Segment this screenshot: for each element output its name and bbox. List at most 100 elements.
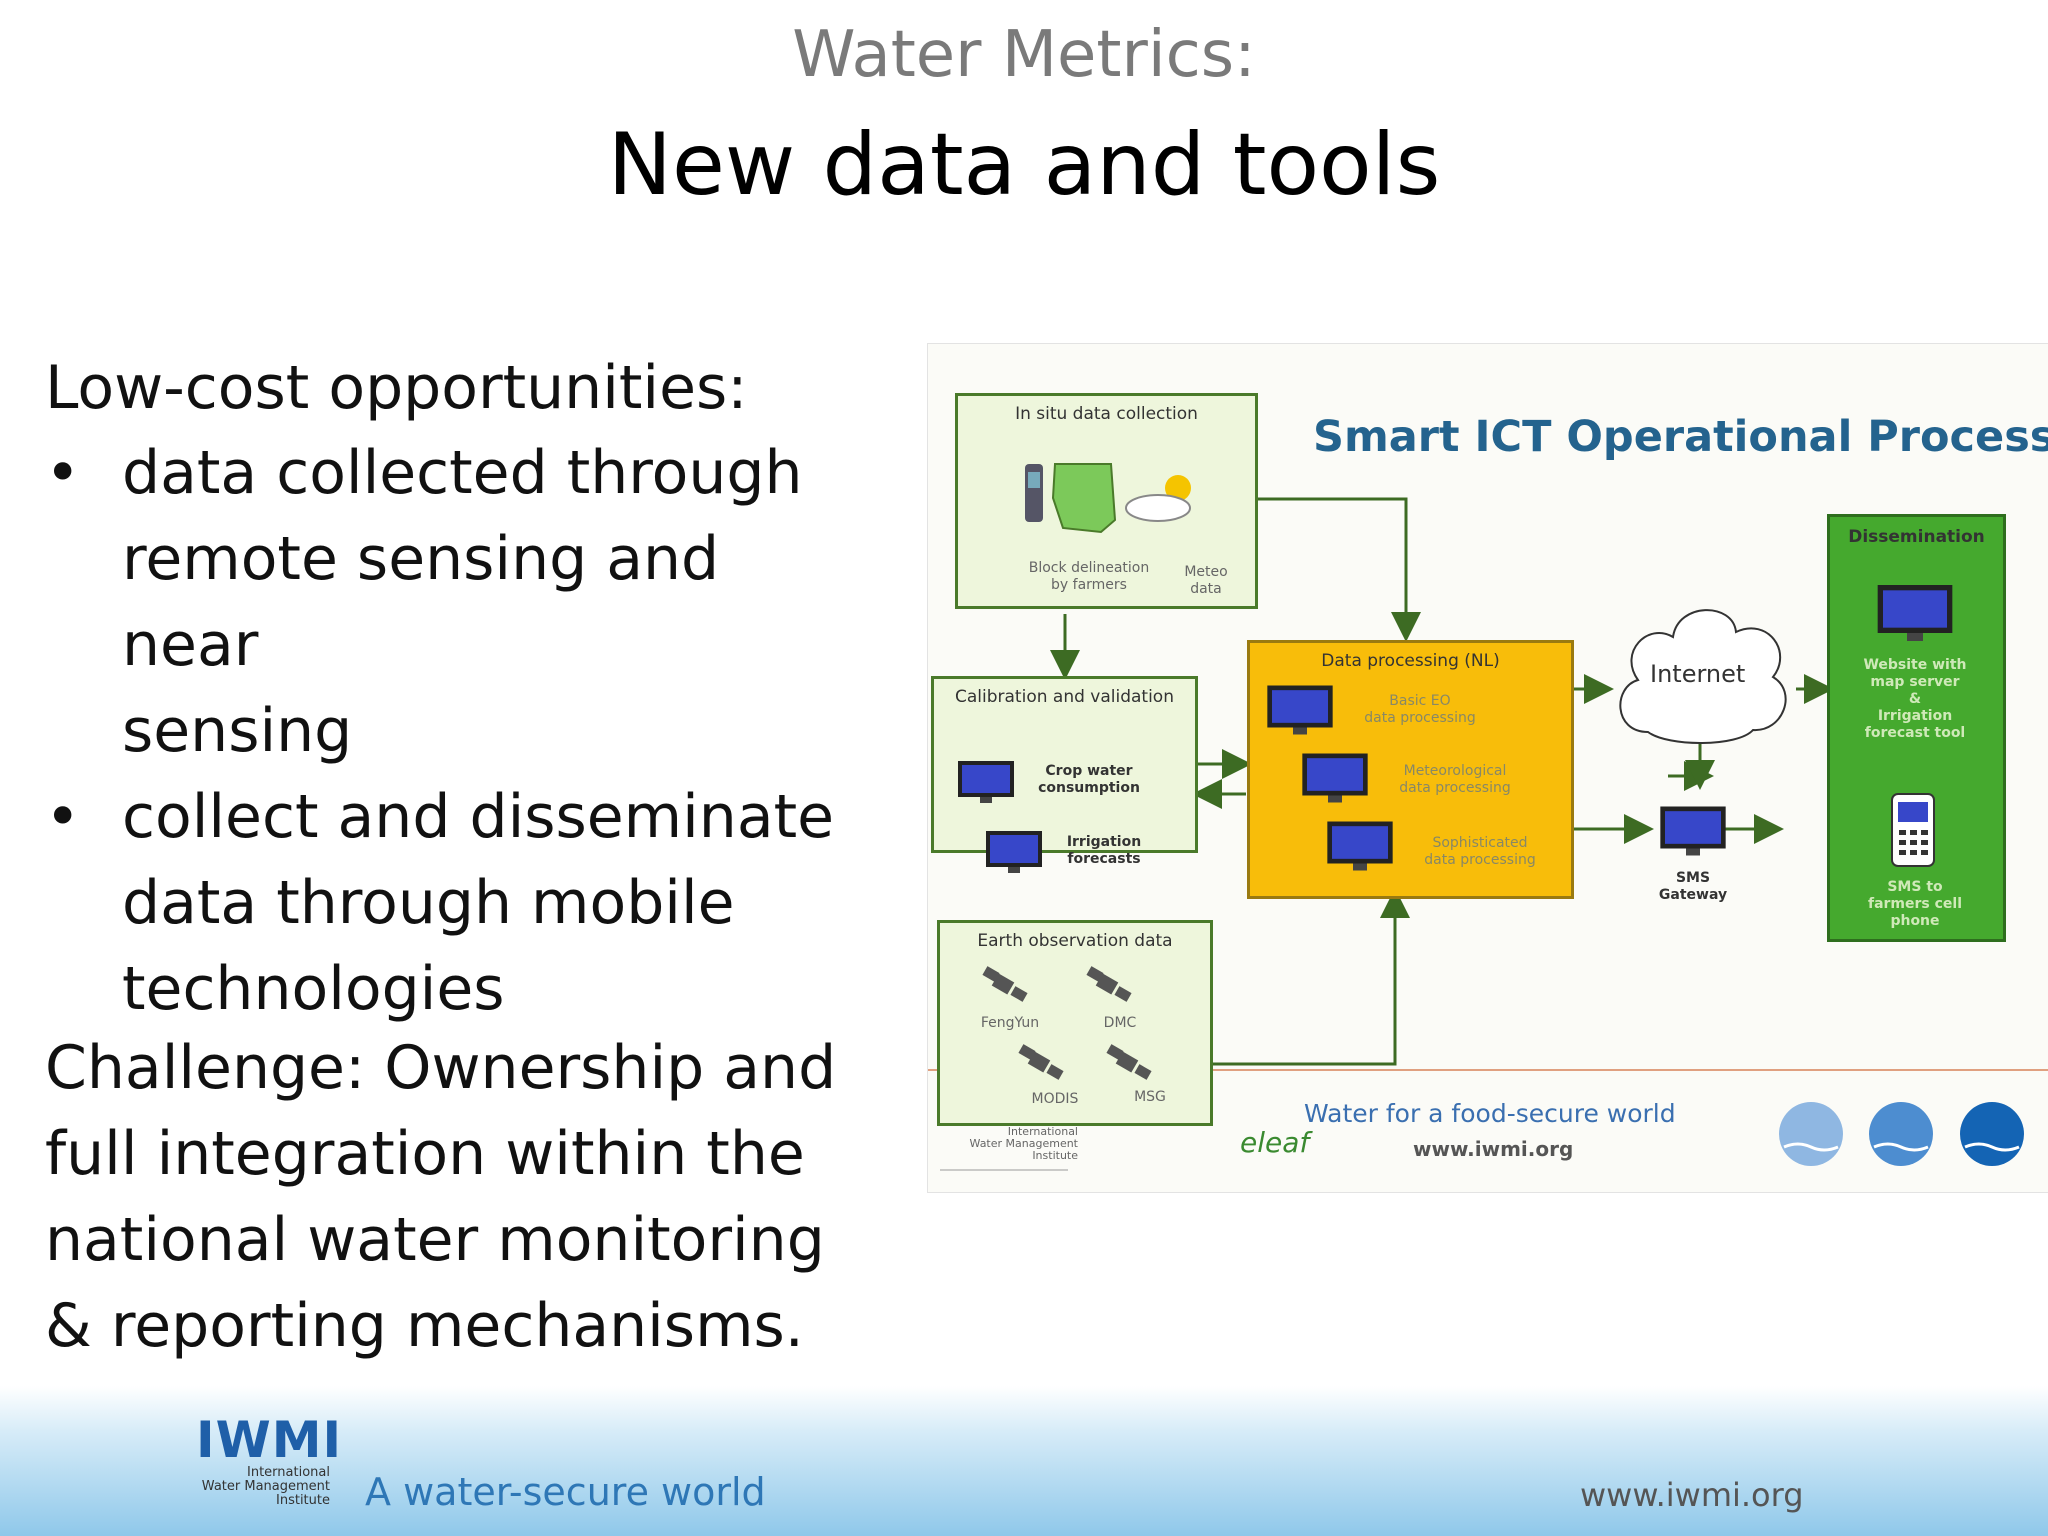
satellite-icon — [1018, 1044, 1064, 1080]
meteorological-line: data processing — [1399, 780, 1511, 796]
website-line: Website with — [1863, 657, 1967, 673]
sms-farmers-line: phone — [1890, 913, 1940, 929]
water-circle-icon — [1869, 1102, 1933, 1166]
mini-iwmi-line: International — [1007, 1125, 1078, 1138]
footer-tagline: A water-secure world — [365, 1470, 766, 1514]
satellite-label: FengYun — [980, 1015, 1040, 1031]
crop-water-line: consumption — [1038, 780, 1140, 796]
crop-water-label: Crop water consumption — [1034, 763, 1144, 797]
low-cost-heading: Low-cost opportunities: — [45, 353, 748, 423]
bullet-line: remote sensing and near — [122, 524, 720, 680]
sun-icon — [1165, 475, 1191, 501]
monitor-icon — [1302, 753, 1368, 803]
basic-eo-line: data processing — [1364, 710, 1476, 726]
satellite-icon — [1106, 1044, 1152, 1080]
internet-cloud-icon — [1619, 609, 1787, 744]
bullet-dot: • — [45, 438, 81, 508]
bullet-line: data through mobile — [122, 868, 735, 938]
dissemination-title: Dissemination — [1848, 527, 1985, 547]
sophisticated-label: Sophisticated data processing — [1410, 835, 1550, 869]
irrigation-forecast-label: Irrigation forecasts — [1059, 834, 1149, 868]
website-line: Irrigation — [1877, 708, 1953, 724]
gps-screen-icon — [1028, 472, 1040, 488]
ict-process-diagram: Smart ICT Operational Process In situ da… — [927, 343, 2048, 1193]
bullet-line: collect and disseminate — [122, 782, 835, 852]
block-label-line: by farmers — [1051, 577, 1127, 593]
sms-farmers-line: farmers cell — [1867, 896, 1963, 912]
irrigation-forecast-line: forecasts — [1067, 851, 1141, 867]
meteorological-label: Meteorological data processing — [1385, 763, 1525, 797]
challenge-text: Challenge: Ownership and full integratio… — [45, 1025, 875, 1369]
block-label-line: Block delineation — [1028, 560, 1150, 576]
water-circle-icon — [1779, 1102, 1843, 1166]
diagram-tagline: Water for a food-secure world — [1304, 1099, 1676, 1128]
sms-farmers-line: SMS to — [1887, 879, 1943, 895]
diagram-url: www.iwmi.org — [1413, 1137, 1574, 1161]
satellite-label: MSG — [1134, 1089, 1166, 1105]
slide-title: New data and tools — [607, 115, 1441, 215]
calibration-title: Calibration and validation — [955, 687, 1174, 707]
monitor-icon — [1267, 685, 1333, 735]
bullet-line: technologies — [122, 954, 505, 1024]
basic-eo-line: Basic EO — [1389, 693, 1451, 709]
iwmi-logo: IWMI International Water Management Inst… — [196, 1414, 342, 1508]
iwmi-logo-subtitle-line: Institute — [276, 1493, 330, 1508]
bullet-line: sensing — [122, 696, 353, 766]
insitu-title: In situ data collection — [1015, 404, 1198, 424]
sms-gateway-monitor-icon — [1660, 806, 1726, 856]
earth-observation-box: Earth observation data — [937, 920, 1213, 1126]
challenge-line: & reporting mechanisms. — [45, 1291, 804, 1361]
water-drop-logos — [1779, 1102, 2024, 1166]
website-line: & — [1908, 691, 1922, 707]
challenge-line: national water monitoring — [45, 1205, 825, 1275]
website-label: Website with map server & Irrigation for… — [1840, 657, 1990, 742]
monitor-icon — [986, 831, 1042, 873]
satellite-label: DMC — [1103, 1015, 1137, 1031]
satellite-icon — [1086, 966, 1132, 1002]
sms-gateway-line: SMS — [1675, 870, 1711, 886]
bullet-dot: • — [45, 782, 81, 852]
block-label: Block delineation by farmers — [1024, 560, 1154, 594]
water-circle-icon — [1960, 1102, 2024, 1166]
monitor-icon — [1877, 585, 1953, 641]
footer-band — [0, 1386, 2048, 1536]
internet-label: Internet — [1650, 660, 1746, 688]
website-line: map server — [1870, 674, 1960, 690]
mini-iwmi-line: Water Management — [969, 1137, 1078, 1150]
website-line: forecast tool — [1864, 725, 1966, 741]
irrigation-forecast-line: Irrigation — [1066, 834, 1142, 850]
processing-title: Data processing (NL) — [1321, 651, 1500, 671]
bullet-item: • collect and disseminate data through m… — [45, 774, 865, 1032]
meteo-label-line: Meteo — [1184, 564, 1228, 580]
mini-iwmi-label: International Water Management Institute — [938, 1126, 1078, 1162]
monitor-icon — [958, 761, 1014, 803]
basic-eo-label: Basic EO data processing — [1350, 693, 1490, 727]
mini-iwmi-line: Institute — [1032, 1149, 1078, 1162]
satellite-icons — [982, 966, 1152, 1080]
cloud-icon — [1125, 494, 1191, 522]
iwmi-logo-text: IWMI — [196, 1411, 343, 1469]
meteo-label: Meteo data — [1176, 564, 1236, 598]
calibration-box: Calibration and validation Crop water co… — [931, 676, 1198, 873]
crop-water-line: Crop water — [1045, 763, 1133, 779]
insitu-box: In situ data collection Block delineatio… — [955, 393, 1258, 609]
iwmi-logo-subtitle-line: International — [247, 1465, 330, 1480]
bullet-list: • data collected through remote sensing … — [45, 430, 865, 1032]
footer-url[interactable]: www.iwmi.org — [1580, 1476, 1804, 1514]
meteo-label-line: data — [1190, 581, 1222, 597]
iwmi-logo-subtitle: International Water Management Institute — [190, 1466, 330, 1508]
sms-gateway-label: SMS Gateway — [1653, 870, 1733, 904]
satellite-icon — [982, 966, 1028, 1002]
mobile-phone-icon — [1891, 793, 1935, 867]
bullet-line: data collected through — [122, 438, 803, 508]
bullet-item: • data collected through remote sensing … — [45, 430, 865, 774]
diagram-title: Smart ICT Operational Process — [1313, 412, 2048, 462]
challenge-line: Challenge: Ownership and — [45, 1033, 837, 1103]
data-processing-box: Data processing (NL) Basic EO data proce… — [1247, 640, 1574, 899]
sms-farmers-label: SMS to farmers cell phone — [1840, 879, 1990, 930]
insitu-graphics — [1025, 463, 1191, 534]
monitor-icon — [1327, 821, 1393, 871]
satellite-label: MODIS — [1031, 1091, 1079, 1107]
sophisticated-line: data processing — [1424, 852, 1536, 868]
challenge-line: full integration within the — [45, 1119, 805, 1189]
